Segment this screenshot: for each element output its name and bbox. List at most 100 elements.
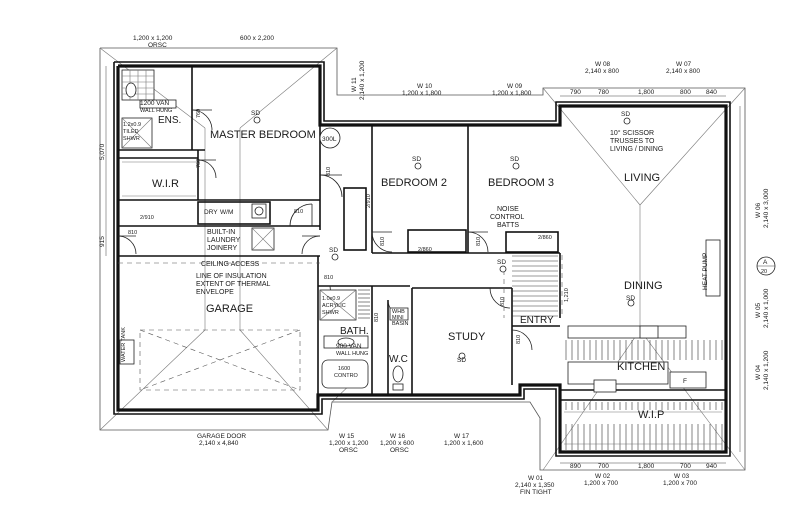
win-top-left-1-size: 1,200 x 1,200: [133, 35, 173, 42]
win-w05-size: 2,140 x 1,000: [763, 288, 770, 328]
win-w17-label: W 17: [454, 433, 470, 440]
plan-notes: BUILT-IN LAUNDRY JOINERY CEILING ACCESS …: [121, 100, 709, 385]
door-810-bed2-b: 810: [380, 237, 386, 246]
note-noise-3: BATTS: [497, 222, 519, 229]
room-wip: W.I.P: [638, 409, 664, 421]
entry-deck: [358, 255, 558, 319]
win-w08-size: 2,140 x 800: [585, 68, 619, 75]
sd-study: SD: [457, 357, 466, 364]
top-dim-3: 1,800: [638, 89, 655, 96]
win-w10-label: W 10: [417, 83, 433, 90]
win-top-left-2-size: 600 x 2,200: [240, 35, 274, 42]
top-dim-4: 800: [680, 89, 691, 96]
win-w05-label: W 05: [755, 302, 762, 318]
bath-tub-1: 1600: [338, 366, 350, 372]
garage-door-size: 2,140 x 4,840: [199, 440, 239, 447]
bath-shower-3: SHWR: [322, 310, 339, 316]
door-2910-ldy: 2/910: [140, 215, 154, 221]
note-heat-pump: HEAT PUMP: [702, 253, 709, 290]
top-dim-5: 840: [706, 89, 717, 96]
interior-walls: [118, 66, 726, 401]
win-w07-size: 2,140 x 800: [666, 68, 700, 75]
laundry-wm: W/M: [220, 209, 233, 216]
win-w16-label: W 16: [390, 433, 406, 440]
door-810-study: 810: [500, 297, 506, 306]
win-w17-size: 1,200 x 1,600: [444, 440, 484, 447]
door-810-entry: 810: [516, 335, 522, 344]
sd-bed3: SD: [510, 156, 519, 163]
run-dimensions: 790 780 1,800 800 840 890 700 1,800 700 …: [570, 89, 717, 470]
smoke-detectors: SD SD SD SD SD SD SD SD: [251, 110, 635, 364]
win-w15-type: ORSC: [339, 447, 358, 454]
note-laundry: LAUNDRY: [207, 237, 241, 244]
whb-3: BASIN: [392, 321, 409, 327]
note-insulation-2: EXTENT OF THERMAL: [196, 281, 271, 288]
room-entry: ENTRY: [520, 315, 554, 326]
win-w04-label: W 04: [755, 364, 762, 380]
door-810-gar: 810: [128, 230, 137, 236]
note-ceiling-access: CEILING ACCESS: [201, 261, 260, 268]
ens-shower-1: 1.2x0.9: [123, 122, 141, 128]
sd-dining: SD: [626, 295, 635, 302]
win-w01-type: FIN TIGHT: [520, 489, 552, 496]
fridge-label: F: [683, 378, 687, 385]
bath-shower-2: ACRYLIC: [322, 303, 346, 309]
room-bedroom-3: BEDROOM 3: [488, 177, 554, 189]
top-dim-2: 780: [598, 89, 609, 96]
bath-vanity-sub: WALL HUNG: [336, 351, 368, 357]
door-810-bed3: 810: [476, 237, 482, 246]
win-w04-size: 2,140 x 1,200: [763, 350, 770, 390]
door-810-hall: 810: [324, 275, 333, 281]
door-760a: 760: [196, 109, 202, 118]
win-w03-size: 1,200 x 700: [663, 480, 697, 487]
sd-living: SD: [621, 111, 630, 118]
room-ensuite: ENS.: [158, 115, 181, 126]
bottom-dim-1: 890: [570, 463, 581, 470]
win-w01-size: 2,140 x 1,350: [515, 482, 555, 489]
deck-hatch: [565, 340, 723, 450]
win-w01-label: W 01: [528, 475, 544, 482]
ens-vanity: 1200 VAN: [140, 100, 169, 107]
section-marker: A 20: [756, 256, 776, 276]
top-dim-1: 790: [570, 89, 581, 96]
win-w15-label: W 15: [339, 433, 355, 440]
room-dining: DINING: [624, 280, 663, 292]
window-labels: 1,200 x 1,200 ORSC 600 x 2,200 W 11 2,14…: [99, 35, 770, 496]
bath-vanity: 900 VAN: [336, 343, 362, 350]
door-810-bed2: 810: [326, 167, 332, 176]
win-w10-size: 1,200 x 1,800: [402, 90, 442, 97]
ens-shower-3: SHWR: [123, 136, 140, 142]
door-2910: 2/910: [366, 194, 372, 208]
left-dim-915: 915: [99, 236, 106, 247]
room-study: STUDY: [448, 331, 486, 343]
win-w11-label: W 11: [351, 77, 358, 92]
win-w06-label: W 06: [755, 202, 762, 218]
insulation-lines: [118, 255, 563, 318]
garage-door-label: GARAGE DOOR: [197, 433, 246, 440]
note-trusses-1: 10° SCISSOR: [610, 129, 654, 137]
note-built-in: BUILT-IN: [207, 229, 235, 236]
ens-vanity-sub: WALL HUNG: [140, 108, 172, 114]
win-w11-size: 2,140 x 1,200: [359, 60, 366, 100]
note-noise-1: NOISE: [497, 206, 519, 213]
room-wc: W.C: [389, 354, 408, 365]
door-760b: 760: [196, 159, 202, 168]
section-number: 20: [761, 269, 767, 275]
left-dim-5070: 5,070: [99, 143, 106, 160]
note-joinery: JOINERY: [207, 245, 238, 252]
room-bath: BATH.: [340, 326, 369, 337]
door-2860a: 2/860: [418, 247, 432, 253]
win-w02-size: 1,200 x 700: [584, 480, 618, 487]
win-w06-size: 2,140 x 3,000: [763, 188, 770, 228]
door-810-lr: 810: [294, 209, 303, 215]
sd-bed2: SD: [412, 156, 421, 163]
bottom-dim-2: 700: [598, 463, 609, 470]
door-810-bath: 810: [374, 313, 380, 322]
bath-shower-1: 1.0x0.9: [322, 296, 340, 302]
note-noise-2: CONTROL: [490, 214, 524, 221]
note-insulation-1: LINE OF INSULATION: [196, 273, 267, 280]
win-w16-size: 1,200 x 600: [380, 440, 414, 447]
room-wir: W.I.R: [152, 178, 179, 190]
win-w15-size: 1,200 x 1,200: [329, 440, 369, 447]
